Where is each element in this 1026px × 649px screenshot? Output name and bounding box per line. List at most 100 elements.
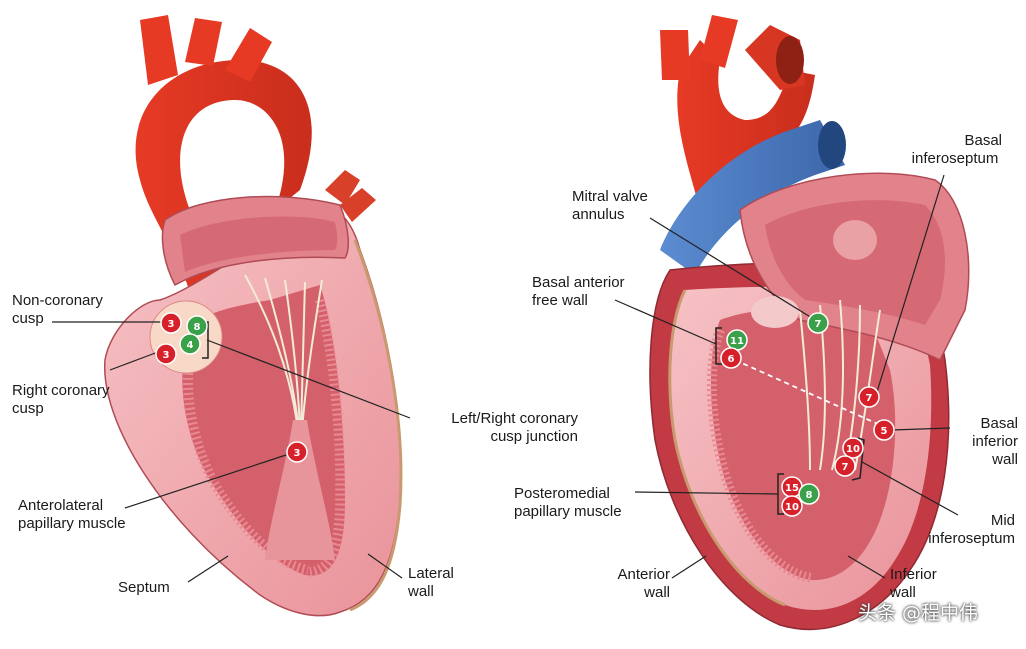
label-non-coronary-cusp: Non-coronary cusp bbox=[12, 292, 103, 328]
svg-text:7: 7 bbox=[842, 462, 849, 473]
svg-text:8: 8 bbox=[806, 490, 813, 501]
left-anterolateral-papillary-muscle-shape bbox=[265, 420, 335, 560]
label-line: Basal bbox=[980, 415, 1018, 432]
label-line: inferoseptum bbox=[911, 150, 999, 167]
badge-baf-top: 11 bbox=[726, 329, 748, 351]
left-pulmonary-stub-2 bbox=[340, 188, 376, 222]
svg-text:7: 7 bbox=[815, 319, 822, 330]
label-line: Posteromedial bbox=[514, 485, 610, 502]
right-septum-inner bbox=[765, 200, 945, 325]
left-lateral-rim bbox=[349, 239, 403, 612]
left-heart: 3 8 4 3 3 bbox=[52, 15, 411, 617]
label-line: Lateral bbox=[408, 565, 454, 582]
svg-text:5: 5 bbox=[881, 426, 888, 437]
label-line: papillary muscle bbox=[514, 503, 622, 520]
label-line: Right coronary bbox=[12, 382, 110, 399]
svg-text:3: 3 bbox=[168, 319, 175, 330]
label-septum: Septum bbox=[118, 579, 170, 597]
right-leader-lines bbox=[614, 174, 959, 579]
watermark: 头条 @程中伟 bbox=[858, 602, 979, 624]
label-line: cusp bbox=[12, 310, 44, 327]
label-line: wall bbox=[890, 584, 916, 601]
left-aorta-branch-1 bbox=[140, 15, 178, 85]
right-aorta-branch-1 bbox=[660, 30, 690, 80]
label-basal-anterior-free-wall: Basal anterior free wall bbox=[532, 274, 625, 310]
left-pulmonary-stub bbox=[325, 170, 360, 205]
svg-text:11: 11 bbox=[730, 336, 744, 347]
badge-pm-top-green: 8 bbox=[798, 483, 820, 505]
label-line: wall bbox=[992, 451, 1018, 468]
svg-text:8: 8 bbox=[194, 322, 201, 333]
right-bracket-mid-inferoseptum bbox=[851, 437, 865, 481]
left-aorta-branch-2 bbox=[185, 18, 222, 66]
svg-text:10: 10 bbox=[785, 502, 799, 513]
svg-text:3: 3 bbox=[294, 448, 301, 459]
label-line: papillary muscle bbox=[18, 515, 126, 532]
left-leader-lines bbox=[52, 321, 411, 583]
badge-pm-bot: 10 bbox=[781, 495, 803, 517]
badge-baf-bot: 6 bbox=[720, 347, 742, 369]
label-line: Anterolateral bbox=[18, 497, 104, 514]
label-line: Mitral valve bbox=[572, 188, 648, 205]
label-line: inferoseptum bbox=[928, 530, 1015, 547]
label-line: Inferior bbox=[890, 566, 937, 583]
badge-mva: 7 bbox=[807, 312, 829, 334]
right-ventricle-chamber bbox=[710, 308, 896, 581]
left-atrium-inner bbox=[180, 216, 338, 272]
right-valve-orifice bbox=[833, 220, 877, 260]
label-line: wall bbox=[644, 584, 670, 601]
label-line: inferior bbox=[972, 433, 1018, 450]
right-aorta bbox=[677, 40, 815, 215]
label-line: annulus bbox=[572, 206, 625, 223]
label-line: cusp junction bbox=[490, 428, 578, 445]
left-aorta-branch-3 bbox=[225, 28, 272, 82]
left-trabeculae bbox=[183, 327, 310, 575]
svg-text:6: 6 bbox=[728, 354, 735, 365]
svg-text:10: 10 bbox=[846, 444, 860, 455]
label-left-right-coronary-cusp-junction: Left/Right coronary cusp junction bbox=[410, 410, 578, 446]
label-line: Septum bbox=[118, 579, 170, 596]
label-mid-inferoseptum: Mid inferoseptum bbox=[905, 512, 1015, 548]
label-line: free wall bbox=[532, 292, 588, 309]
label-mitral-valve-annulus: Mitral valve annulus bbox=[572, 188, 648, 224]
svg-text:7: 7 bbox=[866, 393, 873, 404]
label-line: Mid bbox=[990, 512, 1015, 529]
label-anterior-wall: Anterior wall bbox=[594, 566, 670, 602]
left-chordae bbox=[244, 274, 323, 431]
left-badges: 3 8 4 3 3 bbox=[155, 312, 308, 463]
badge-bis: 7 bbox=[858, 386, 880, 408]
badge-mis-bot: 7 bbox=[834, 455, 856, 477]
label-line: Left/Right coronary bbox=[451, 410, 578, 427]
label-line: Anterior bbox=[617, 566, 670, 583]
label-basal-inferior-wall: Basal inferior wall bbox=[940, 415, 1018, 469]
svg-text:4: 4 bbox=[187, 340, 194, 351]
badge-mis-top: 10 bbox=[842, 437, 864, 459]
label-basal-inferoseptum: Basal inferoseptum bbox=[900, 132, 1010, 168]
badge-ncc: 3 bbox=[160, 312, 182, 334]
label-inferior-wall: Inferior wall bbox=[890, 566, 937, 602]
right-badges: 7 11 6 7 5 10 7 15 8 10 bbox=[720, 312, 895, 517]
right-aorta-branch-2 bbox=[700, 15, 738, 68]
left-trabeculae-2 bbox=[309, 298, 346, 577]
label-line: Basal anterior bbox=[532, 274, 625, 291]
label-line: cusp bbox=[12, 400, 44, 417]
label-right-coronary-cusp: Right coronary cusp bbox=[12, 382, 110, 418]
badge-junc-mid: 4 bbox=[179, 333, 201, 355]
svg-text:15: 15 bbox=[785, 483, 799, 494]
svg-text:3: 3 bbox=[163, 350, 170, 361]
badge-junc-top: 8 bbox=[186, 315, 208, 337]
label-lateral-wall: Lateral wall bbox=[408, 565, 454, 601]
right-heart: 7 11 6 7 5 10 7 15 8 10 bbox=[614, 15, 970, 630]
right-blue-vessel bbox=[660, 120, 845, 275]
label-line: Non-coronary bbox=[12, 292, 103, 309]
badge-rcc: 3 bbox=[155, 343, 177, 365]
badge-alpm: 3 bbox=[286, 441, 308, 463]
right-blue-lumen bbox=[818, 121, 846, 169]
label-line: Basal bbox=[964, 132, 1002, 149]
right-anterior-rim bbox=[668, 289, 786, 607]
right-mitral-annulus-shape bbox=[751, 296, 799, 328]
right-bracket-basal-anterior bbox=[715, 327, 722, 365]
right-aorta-lumen bbox=[776, 36, 804, 84]
